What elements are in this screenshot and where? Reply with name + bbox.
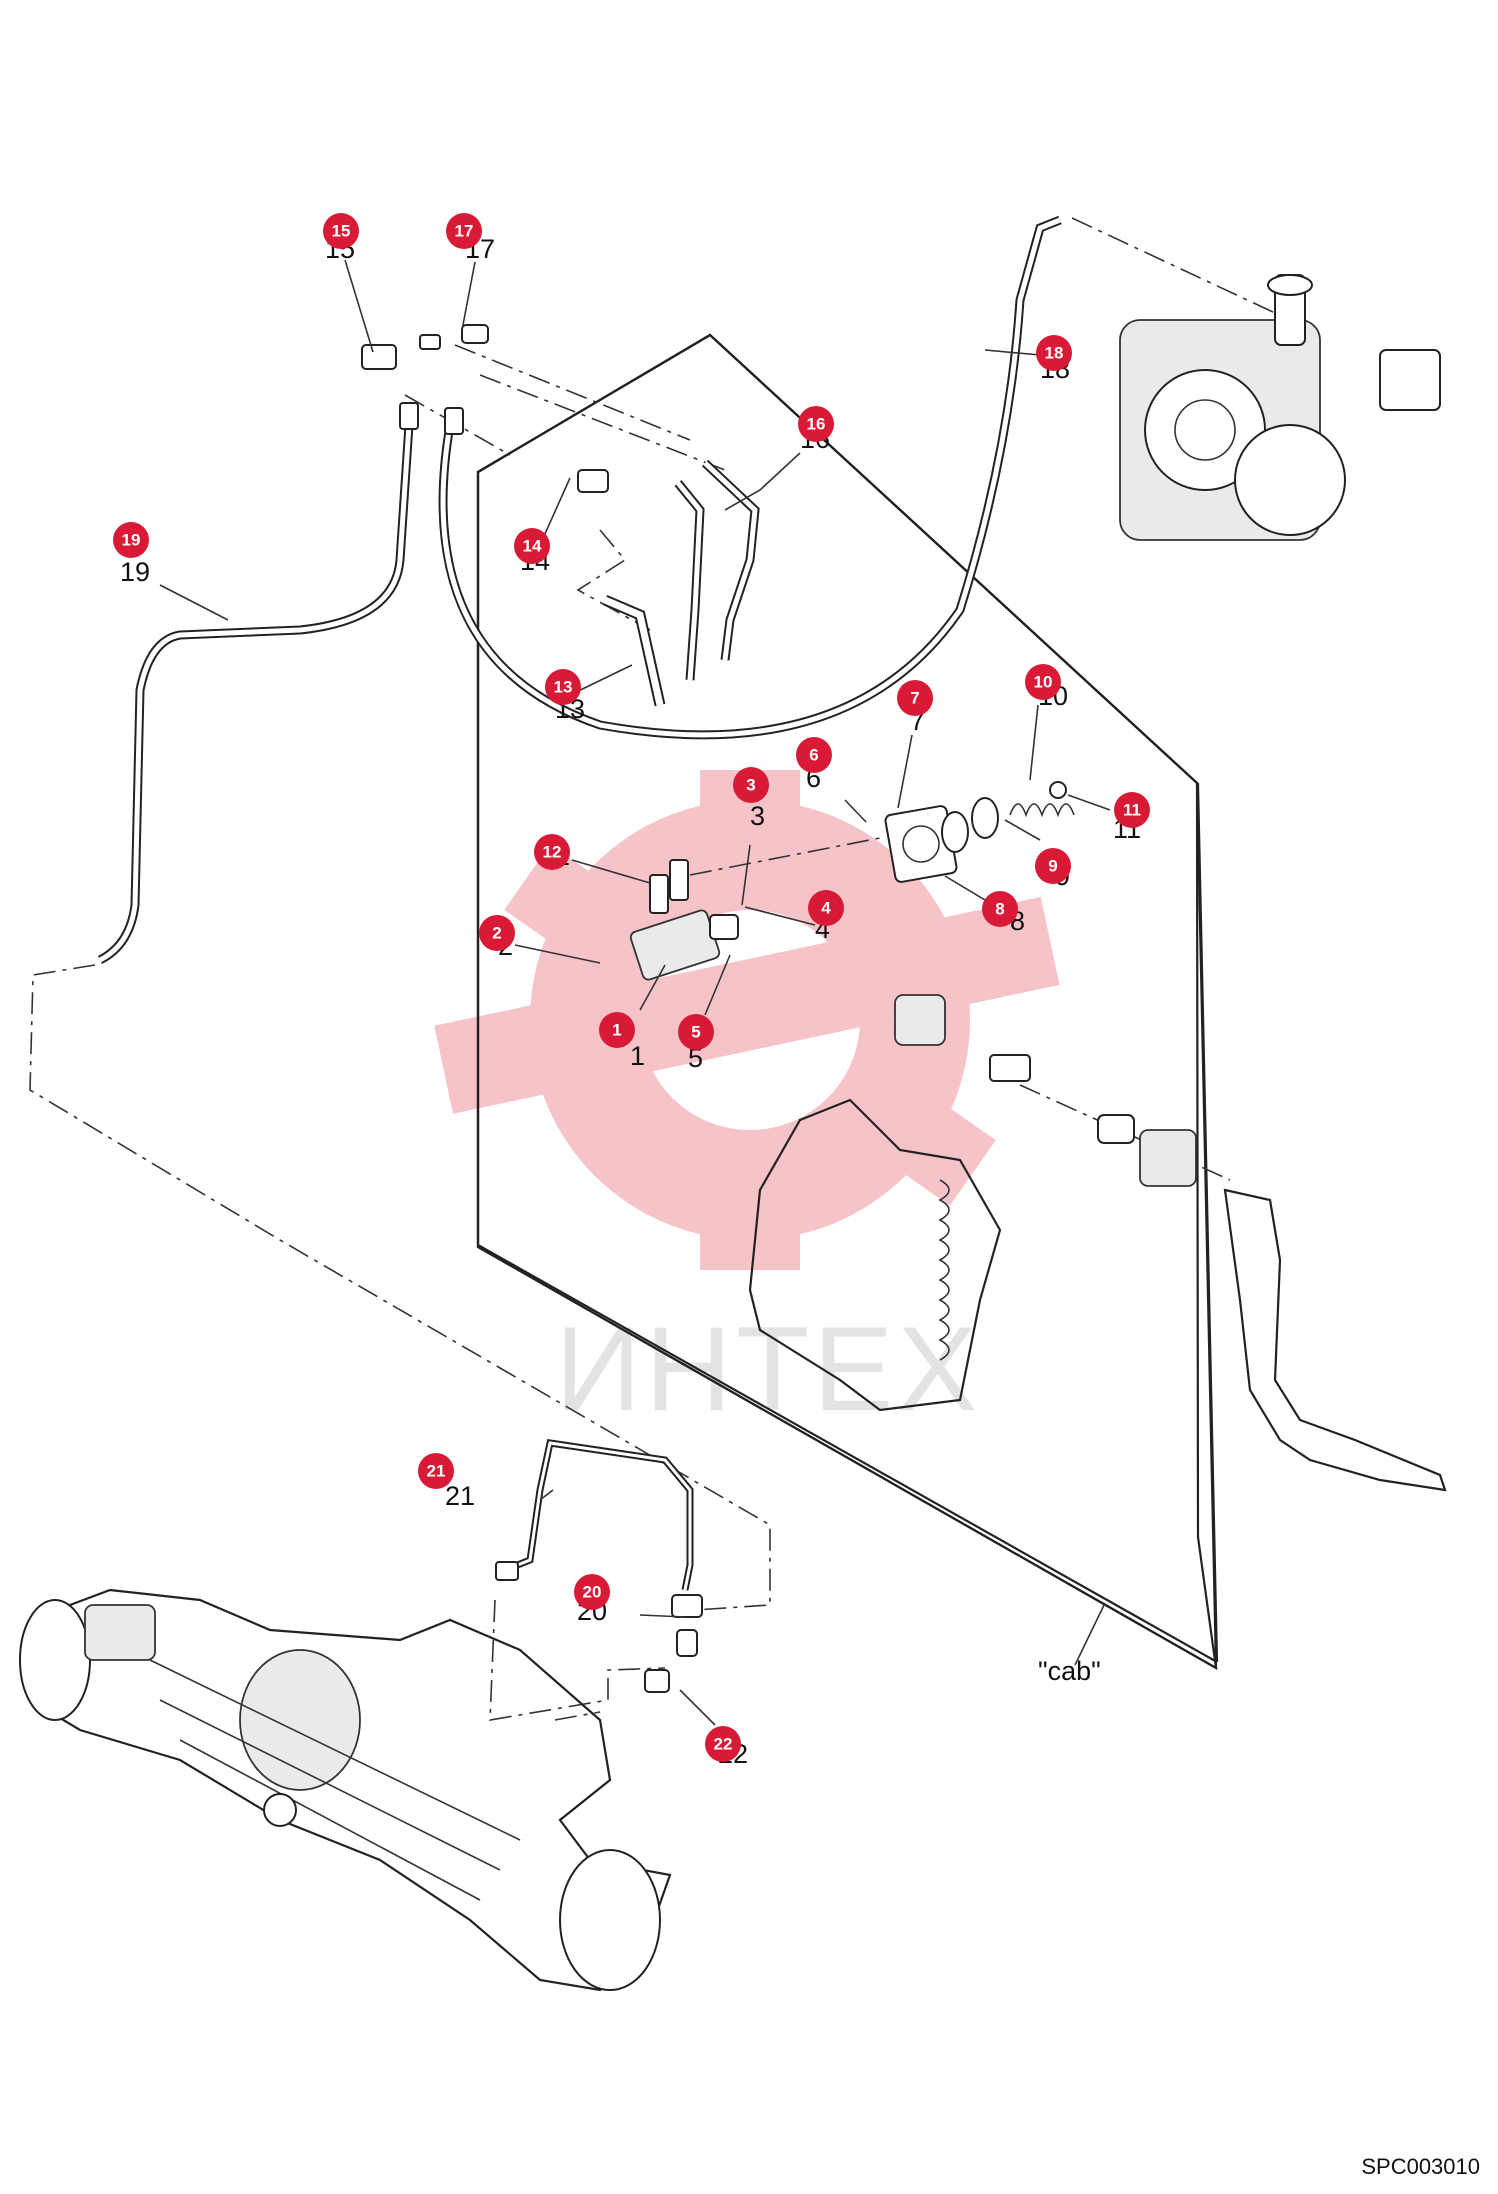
svg-text:8: 8 xyxy=(995,900,1004,919)
svg-text:16: 16 xyxy=(807,415,826,434)
washer-9 xyxy=(941,811,969,853)
callout-badge-2: 2 xyxy=(479,915,515,951)
callout-badge-8: 8 xyxy=(982,891,1018,927)
svg-text:17: 17 xyxy=(455,222,474,241)
callout-badge-5: 5 xyxy=(678,1014,714,1050)
callout-badge-9: 9 xyxy=(1035,848,1071,884)
hydraulic-pump xyxy=(1119,274,1441,541)
svg-text:10: 10 xyxy=(1034,673,1053,692)
svg-text:13: 13 xyxy=(554,678,573,697)
callout-badge-22: 22 xyxy=(705,1726,741,1762)
svg-text:5: 5 xyxy=(691,1023,700,1042)
callout-badge-7: 7 xyxy=(897,680,933,716)
fitting-14 xyxy=(577,469,609,493)
watermark-text: ИНТЕХ xyxy=(555,1302,981,1436)
guide-line xyxy=(489,1599,666,1721)
svg-text:1: 1 xyxy=(612,1021,621,1040)
guide-line xyxy=(554,1711,601,1721)
callout-badge-12: 12 xyxy=(534,834,570,870)
callout-badge-10: 10 xyxy=(1025,664,1061,700)
svg-text:7: 7 xyxy=(910,689,919,708)
part-label: 3 xyxy=(750,801,765,831)
fitting-15 xyxy=(361,344,397,370)
callout-badge-18: 18 xyxy=(1036,335,1072,371)
callout-badge-6: 6 xyxy=(796,737,832,773)
fitting-17 xyxy=(461,324,489,344)
callout-badge-20: 20 xyxy=(574,1574,610,1610)
callout-badge-21: 21 xyxy=(418,1453,454,1489)
fitting-22 xyxy=(644,1669,670,1693)
svg-text:18: 18 xyxy=(1045,344,1064,363)
callout-badge-11: 11 xyxy=(1114,792,1150,828)
callout-badge-16: 16 xyxy=(798,406,834,442)
cab-leader xyxy=(1074,1602,1106,1666)
guide-line xyxy=(689,837,881,876)
drawing-code: SPC003010 xyxy=(1361,2154,1480,2179)
leader-lines xyxy=(159,259,1111,1726)
guide-line xyxy=(454,344,691,441)
guide-line xyxy=(479,374,726,471)
svg-text:15: 15 xyxy=(332,222,351,241)
svg-text:6: 6 xyxy=(809,746,818,765)
guide-line xyxy=(29,964,771,1611)
svg-text:21: 21 xyxy=(427,1462,446,1481)
part-label: 21 xyxy=(445,1481,475,1511)
svg-text:4: 4 xyxy=(821,899,831,918)
guide-line xyxy=(1071,217,1291,321)
callout-badge-3: 3 xyxy=(733,767,769,803)
cab-label: "cab" xyxy=(1038,1656,1101,1686)
pedal-bracket xyxy=(748,1098,1002,1412)
guide-line xyxy=(576,529,651,631)
callout-badge-19: 19 xyxy=(113,522,149,558)
hose-19 xyxy=(97,409,415,965)
axle-assembly xyxy=(19,1588,672,1992)
callout-badge-14: 14 xyxy=(514,528,550,564)
svg-text:2: 2 xyxy=(492,924,501,943)
part-label: 1 xyxy=(630,1041,645,1071)
callout-badge-17: 17 xyxy=(446,213,482,249)
svg-text:22: 22 xyxy=(714,1735,733,1754)
svg-text:12: 12 xyxy=(543,843,562,862)
part-label: 5 xyxy=(688,1043,703,1073)
pedal-arm xyxy=(1223,1188,1447,1492)
svg-text:11: 11 xyxy=(1123,801,1141,820)
svg-text:20: 20 xyxy=(583,1583,602,1602)
hose-18 xyxy=(438,215,1062,740)
svg-text:9: 9 xyxy=(1048,857,1057,876)
svg-text:14: 14 xyxy=(523,537,542,556)
spring-10 xyxy=(1009,803,1075,818)
pivot-bracket xyxy=(1139,1129,1197,1187)
svg-text:19: 19 xyxy=(122,531,141,550)
tee-fitting-20 xyxy=(671,1594,703,1618)
callout-badge-15: 15 xyxy=(323,213,359,249)
part-label: 19 xyxy=(120,557,150,587)
pedal-spring xyxy=(938,1179,950,1361)
svg-text:3: 3 xyxy=(746,776,755,795)
callout-badge-4: 4 xyxy=(808,890,844,926)
callout-badge-1: 1 xyxy=(599,1012,635,1048)
callout-badge-13: 13 xyxy=(545,669,581,705)
